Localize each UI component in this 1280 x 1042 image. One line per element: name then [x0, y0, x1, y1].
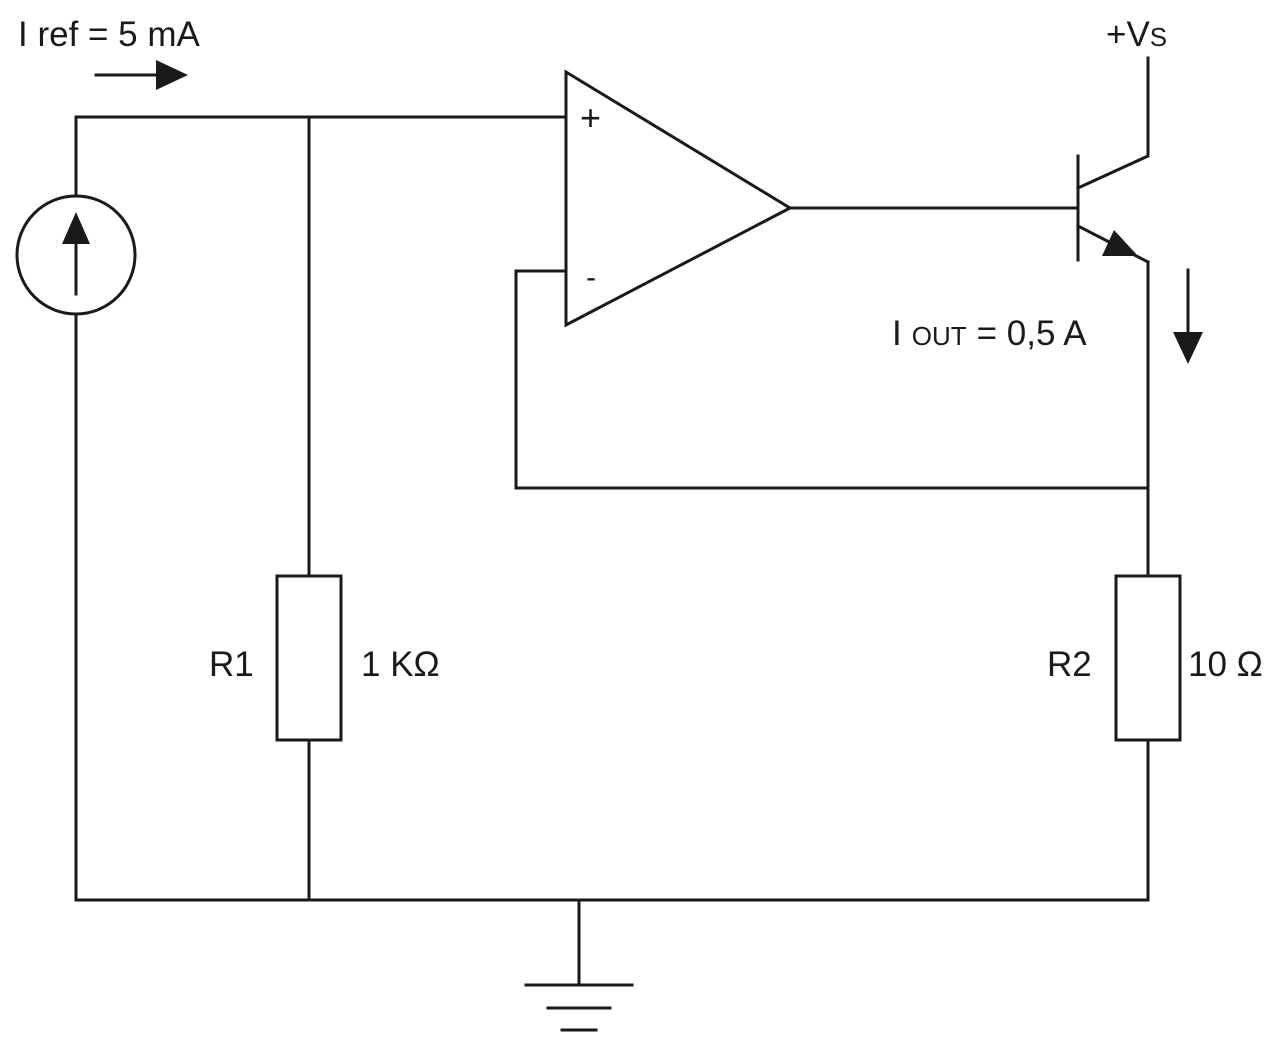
r2-value-label: 10 Ω: [1188, 645, 1263, 684]
iref-label: I ref = 5 mA: [18, 15, 201, 54]
r1-name-label: R1: [209, 645, 254, 684]
iout-value: = 0,5 A: [977, 314, 1088, 353]
resistor-r2: [1114, 574, 1182, 742]
minus-input-label: -: [586, 261, 596, 294]
collector-wire: [1076, 56, 1150, 190]
feedback-wire: [514, 269, 1150, 490]
arrow-up-icon: [62, 212, 90, 244]
arrow-down-icon: [1173, 332, 1203, 364]
vs-main: +V: [1106, 15, 1150, 54]
iout-label: I OUT = 0,5 A: [892, 314, 1087, 353]
current-source: [15, 194, 137, 316]
npn-transistor: [1075, 154, 1151, 265]
vs-subscript: S: [1150, 22, 1167, 52]
iout-i: I: [892, 314, 902, 353]
arrow-right-icon: [156, 60, 188, 90]
r1-value-label: 1 KΩ: [361, 645, 440, 684]
plus-input-label: +: [580, 97, 601, 138]
resistor-r1: [275, 574, 343, 742]
iref-arrow: [94, 60, 188, 90]
ground-symbol: [524, 898, 634, 1032]
iout-arrow: [1173, 268, 1203, 364]
op-amp: [564, 69, 794, 328]
iout-subscript: OUT: [912, 321, 967, 351]
r2-name-label: R2: [1047, 645, 1092, 684]
emitter-arrow-icon: [1102, 230, 1138, 256]
vs-label: +VS: [1106, 15, 1167, 54]
